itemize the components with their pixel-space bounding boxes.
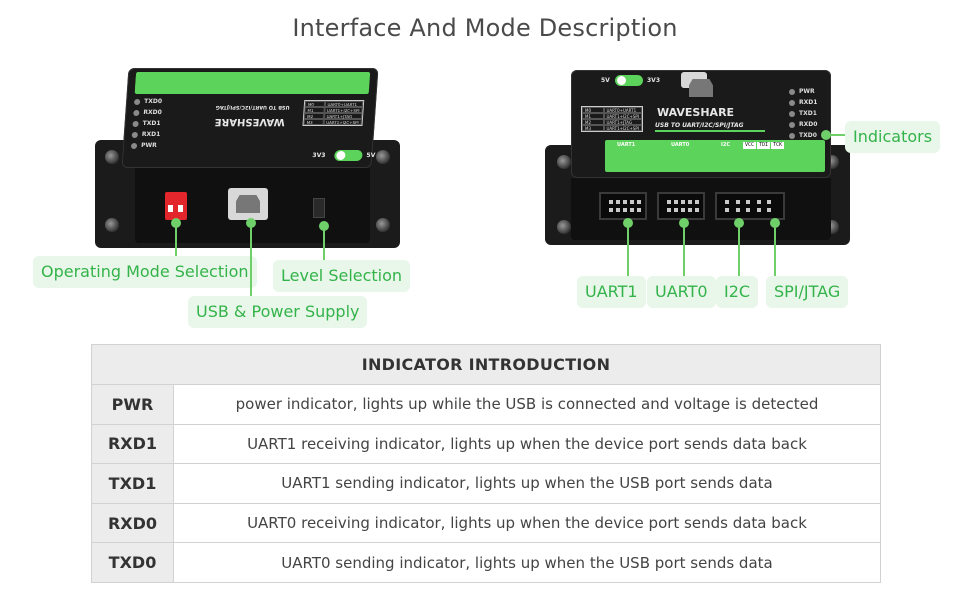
callout-line xyxy=(774,224,776,276)
callout-uart1: UART1 xyxy=(577,276,646,308)
callout-dot xyxy=(734,218,744,228)
indicator-description: UART0 sending indicator, lights up when … xyxy=(173,542,881,583)
table-row: RXD1 UART1 receiving indicator, lights u… xyxy=(91,423,881,465)
usb-b-port-icon xyxy=(228,188,268,220)
callout-i2c: I2C xyxy=(716,276,759,308)
indicator-description: power indicator, lights up while the USB… xyxy=(173,384,881,425)
led-icon xyxy=(789,110,795,117)
table-row: TXD0 UART0 sending indicator, lights up … xyxy=(91,542,881,583)
callout-uart0: UART0 xyxy=(647,276,716,308)
screw-icon xyxy=(105,218,119,232)
device-subtitle: USB TO UART/I2C/SPI/JTAG xyxy=(215,104,290,110)
callout-line xyxy=(827,134,845,136)
led-icon xyxy=(130,142,138,149)
indicator-table: INDICATOR INTRODUCTION PWR power indicat… xyxy=(91,344,881,583)
table-row: RXD0 UART0 receiving indicator, lights u… xyxy=(91,502,881,544)
led-icon xyxy=(132,120,139,127)
led-icon xyxy=(133,109,140,116)
callout-dot xyxy=(171,218,181,228)
level-toggle-graphic xyxy=(615,75,643,86)
led-icon xyxy=(789,88,795,95)
indicator-name: RXD0 xyxy=(91,502,174,544)
callout-usb-power: USB & Power Supply xyxy=(188,296,368,328)
indicator-list-front: PWR RXD1 TXD1 RXD0 TXD0 xyxy=(789,88,817,139)
indicator-name: TXD1 xyxy=(91,463,174,504)
screw-icon xyxy=(376,218,390,232)
header-connector-i2c-spi xyxy=(715,192,785,220)
callout-operating-mode: Operating Mode Selection xyxy=(33,256,257,288)
indicator-name: PWR xyxy=(91,384,174,425)
header-label-uart1: UART1 xyxy=(617,142,636,148)
header-label-bar xyxy=(605,140,825,172)
screw-icon xyxy=(557,155,571,169)
device-subtitle: USB TO UART/I2C/SPI/JTAG xyxy=(655,122,744,129)
callout-dot xyxy=(319,221,329,231)
brand-logo: WAVESHARE xyxy=(657,106,735,119)
indicator-name: TXD0 xyxy=(91,542,174,583)
callout-line xyxy=(683,224,685,276)
header-label-bar xyxy=(134,72,371,94)
header-label-uart0: UART0 xyxy=(671,142,690,148)
page-title: Interface And Mode Description xyxy=(292,14,678,42)
header-connector-uart0 xyxy=(657,192,705,220)
indicator-description: UART1 sending indicator, lights up when … xyxy=(173,463,881,504)
indicator-list-back: TXD0 RXD0 TXD1 RXD1 PWR xyxy=(130,98,163,149)
callout-dot xyxy=(246,218,256,228)
led-icon xyxy=(131,131,139,138)
level-switch-icon xyxy=(313,198,325,218)
callout-dot xyxy=(821,130,831,140)
voltage-label-3v3: 3V3 xyxy=(647,77,660,84)
level-toggle-graphic xyxy=(333,150,363,161)
voltage-label-5v: 5V xyxy=(601,77,610,84)
screw-icon xyxy=(105,150,119,164)
callout-level: Level Selection xyxy=(273,260,411,292)
callout-line xyxy=(175,224,177,256)
callout-dot xyxy=(623,218,633,228)
callout-spi-jtag: SPI/JTAG xyxy=(766,276,849,308)
dip-switch-icon xyxy=(165,192,187,220)
voltage-label-5v: 5V xyxy=(366,152,376,159)
device-top-panel: TXD0 RXD0 TXD1 RXD1 PWR WAVESHARE USB TO… xyxy=(121,68,379,168)
led-icon xyxy=(133,98,141,105)
usb-b-port-icon xyxy=(681,72,707,88)
led-icon xyxy=(789,132,795,139)
callout-line xyxy=(250,224,252,296)
header-label-i2c: I2C xyxy=(721,142,731,148)
table-row: PWR power indicator, lights up while the… xyxy=(91,384,881,425)
callout-dot xyxy=(770,218,780,228)
indicator-description: UART1 receiving indicator, lights up whe… xyxy=(173,423,881,465)
callout-line xyxy=(738,224,740,276)
led-icon xyxy=(789,99,795,106)
screw-icon xyxy=(376,150,390,164)
indicator-name: RXD1 xyxy=(91,423,174,465)
header-connector-uart1 xyxy=(599,192,647,220)
logo-underline xyxy=(655,130,765,132)
callout-indicators: Indicators xyxy=(845,121,941,153)
callout-dot xyxy=(679,218,689,228)
led-icon xyxy=(789,121,795,128)
voltage-label-3v3: 3V3 xyxy=(312,152,326,159)
indicator-description: UART0 receiving indicator, lights up whe… xyxy=(173,502,881,544)
callout-line xyxy=(627,224,629,276)
brand-logo: WAVESHARE xyxy=(214,116,286,127)
callout-line xyxy=(323,227,325,260)
table-row: TXD1 UART1 sending indicator, lights up … xyxy=(91,463,881,504)
screw-icon xyxy=(557,220,571,234)
table-heading: INDICATOR INTRODUCTION xyxy=(91,344,881,385)
device-image-usb-side: TXD0 RXD0 TXD1 RXD1 PWR WAVESHARE USB TO… xyxy=(95,68,400,258)
